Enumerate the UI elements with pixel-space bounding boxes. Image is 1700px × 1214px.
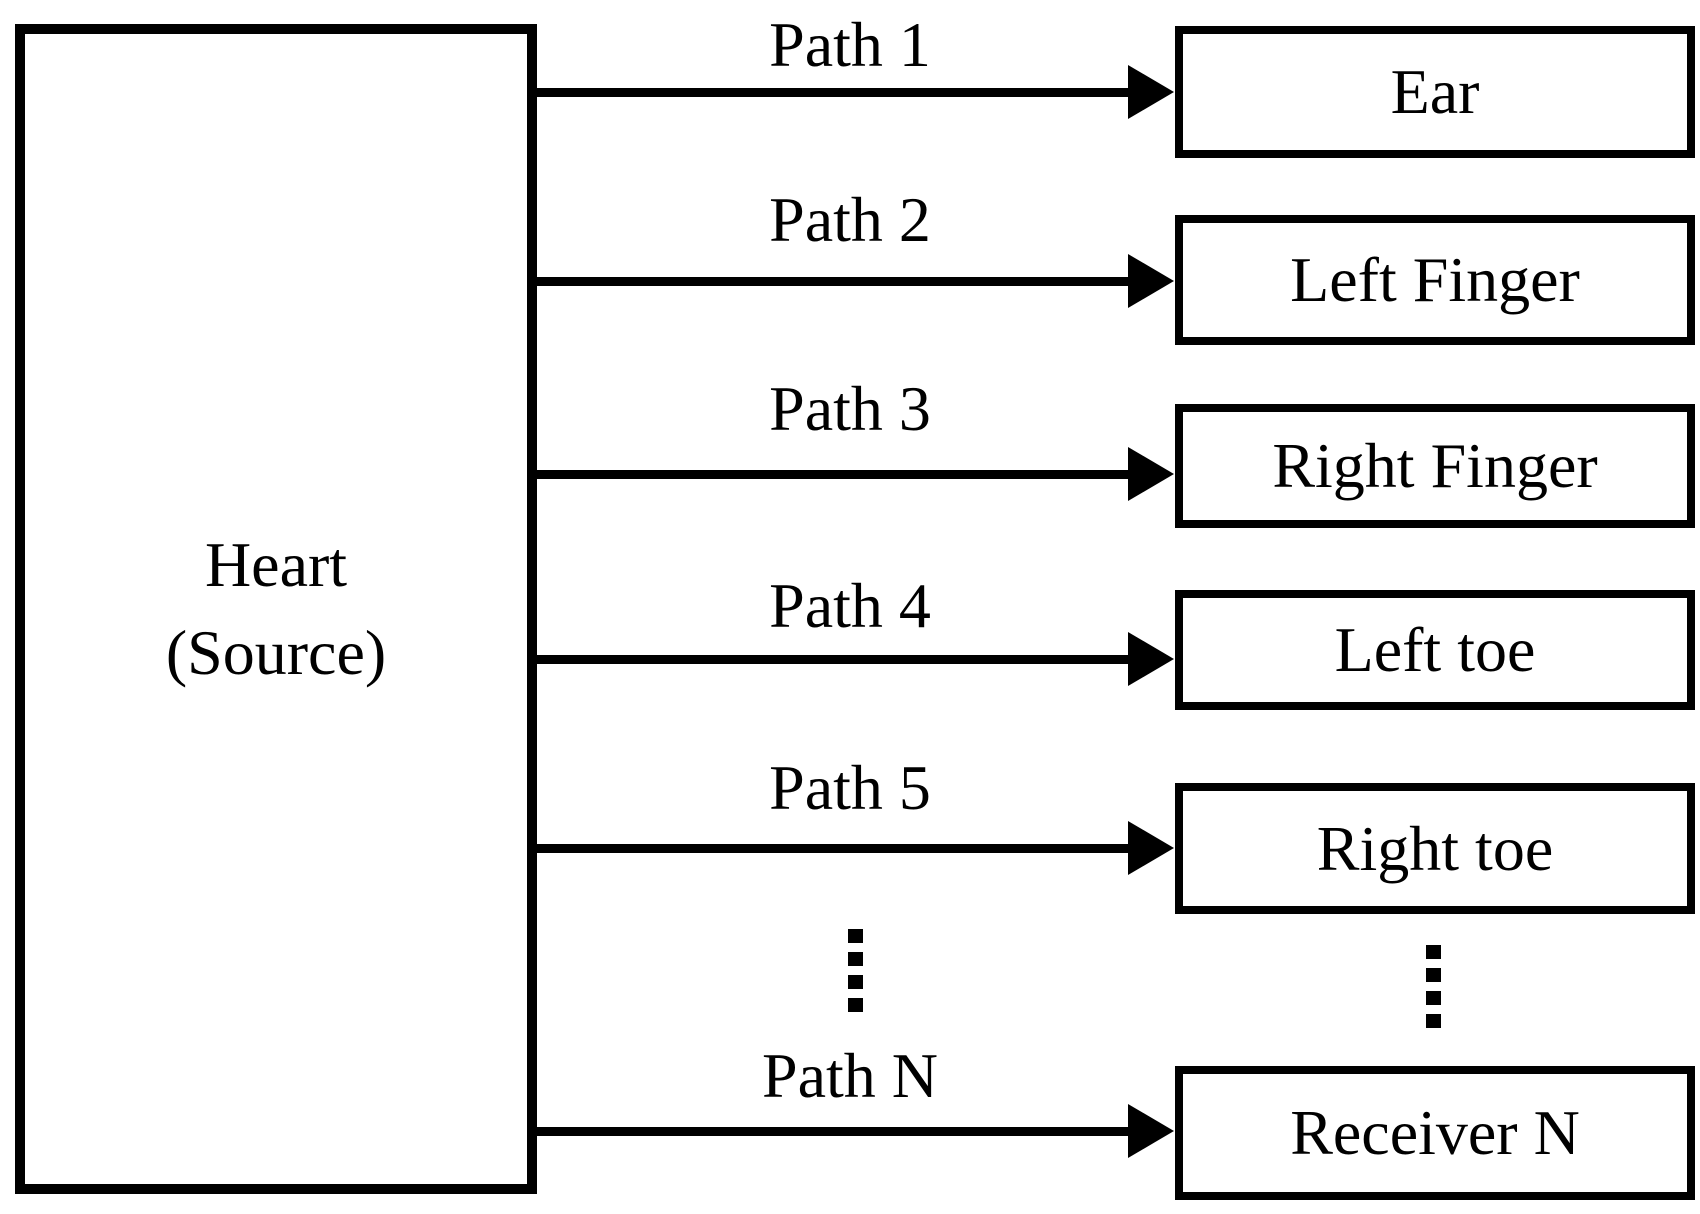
arrow-head-icon: [1128, 254, 1174, 308]
arrow-line: [534, 88, 1136, 97]
source-node-label: Heart (Source): [165, 528, 387, 688]
vertical-ellipsis-paths-icon: [848, 929, 863, 1012]
receiver-node-label: Ear: [1390, 56, 1480, 127]
receiver-node: Ear: [1175, 26, 1695, 158]
receiver-node-label: Left Finger: [1290, 244, 1580, 315]
vertical-ellipsis-receivers-icon: [1426, 945, 1441, 1028]
arrow-line: [534, 470, 1136, 479]
receiver-node: Right Finger: [1175, 404, 1695, 528]
path-label: Path 1: [769, 9, 931, 80]
source-node-heart: Heart (Source): [15, 24, 537, 1194]
receiver-node-label: Right toe: [1316, 812, 1554, 884]
receiver-node-label: Receiver N: [1290, 1097, 1580, 1168]
path-label: Path N: [762, 1040, 938, 1111]
path-label: Path 4: [769, 570, 931, 641]
arrow-head-icon: [1128, 447, 1174, 501]
receiver-node-label: Left toe: [1334, 614, 1536, 685]
receiver-node: Left Finger: [1175, 215, 1695, 345]
path-label: Path 2: [769, 184, 931, 255]
arrow-head-icon: [1128, 632, 1174, 686]
receiver-node: Receiver N: [1175, 1066, 1695, 1200]
receiver-node: Right toe: [1175, 783, 1695, 914]
receiver-node-label: Right Finger: [1272, 430, 1598, 501]
path-label: Path 5: [769, 752, 931, 823]
arrow-line: [534, 844, 1136, 853]
arrow-head-icon: [1128, 65, 1174, 119]
arrow-head-icon: [1128, 1104, 1174, 1158]
arrow-line: [534, 277, 1136, 286]
arrow-line: [534, 1127, 1136, 1136]
arrow-line: [534, 655, 1136, 664]
arrow-head-icon: [1128, 821, 1174, 875]
receiver-node: Left toe: [1175, 590, 1695, 710]
path-label: Path 3: [769, 373, 931, 444]
